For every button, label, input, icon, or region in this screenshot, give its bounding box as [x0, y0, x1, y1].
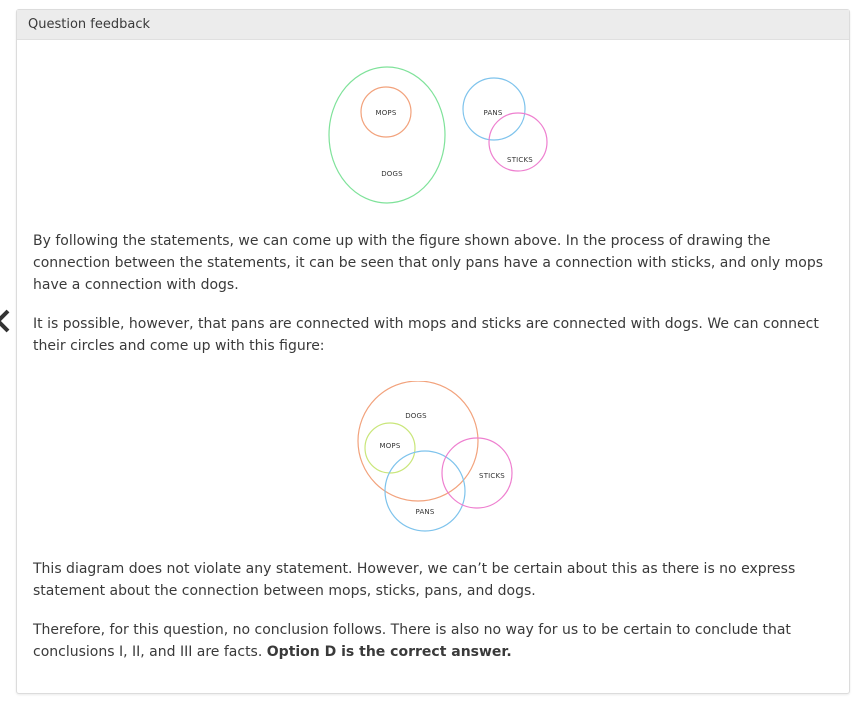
- explanation-paragraph-1: By following the statements, we can come…: [33, 233, 824, 293]
- conclusion-text: Therefore, for this question, no conclus…: [33, 622, 791, 660]
- dogs-label: DOGS: [381, 170, 403, 178]
- pans-label: PANS: [483, 109, 502, 117]
- sticks-label: STICKS: [507, 156, 533, 164]
- venn-diagram-connected: DOGS MOPS STICKS PANS: [357, 381, 513, 532]
- mops-circle: [364, 422, 416, 474]
- explanation-paragraph-3: This diagram does not violate any statem…: [33, 561, 796, 599]
- panel-title: Question feedback: [28, 17, 150, 32]
- mops-label: MOPS: [375, 109, 396, 117]
- pans-label: PANS: [415, 508, 434, 516]
- dogs-circle: [328, 66, 446, 204]
- dogs-label: DOGS: [405, 412, 427, 420]
- explanation-paragraph-2: It is possible, however, that pans are c…: [33, 316, 819, 354]
- chevron-left-icon[interactable]: [0, 307, 18, 335]
- pans-circle: [462, 77, 526, 141]
- sticks-circle: [441, 437, 513, 509]
- sticks-label: STICKS: [479, 472, 505, 480]
- dogs-circle: [357, 381, 479, 502]
- venn-diagram-separate: MOPS DOGS PANS STICKS: [328, 66, 548, 204]
- mops-circle: [360, 86, 412, 138]
- panel-header: Question feedback: [17, 10, 849, 40]
- explanation-paragraph-4: Therefore, for this question, no conclus…: [33, 619, 841, 663]
- sticks-circle: [488, 112, 548, 172]
- correct-answer-text: Option D is the correct answer.: [266, 644, 512, 660]
- question-feedback-panel: Question feedback MOPS DOGS PANS STICKS …: [16, 9, 850, 694]
- mops-label: MOPS: [379, 442, 400, 450]
- pans-circle: [384, 450, 466, 532]
